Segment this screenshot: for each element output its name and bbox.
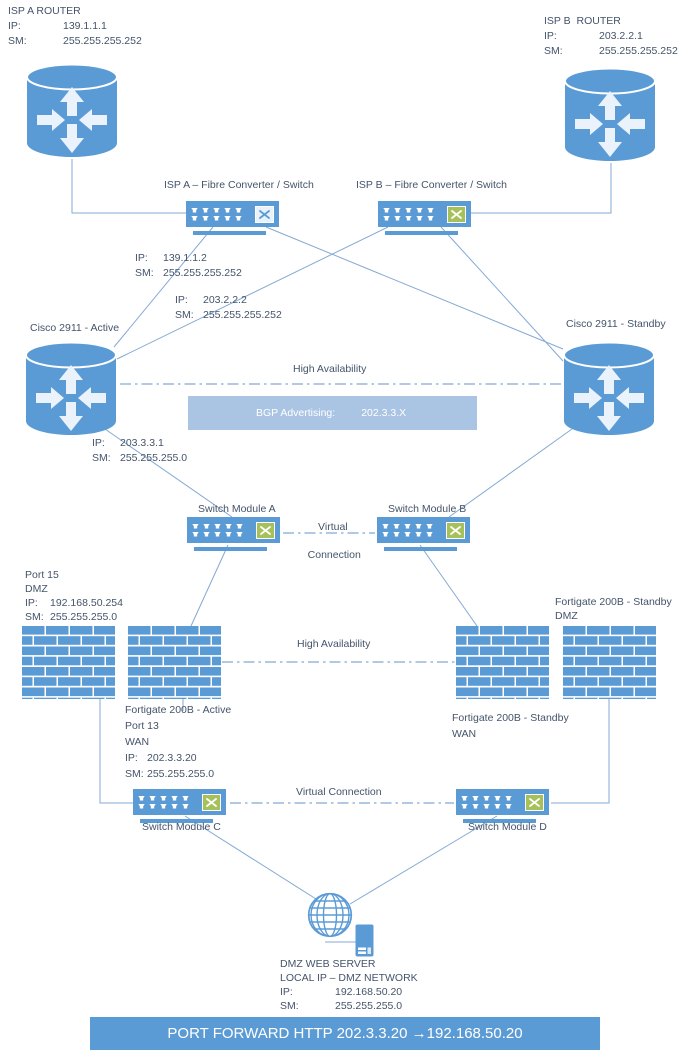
fw-standby-wan-label: Fortigate 200B - Standby WAN (452, 712, 569, 740)
firewall-active-dmz-icon (22, 626, 115, 699)
fw-active-dmz-sm: 255.255.255.0 (50, 611, 118, 623)
switch-module-c-icon (133, 789, 226, 823)
switch-module-b-label: Switch Module B (388, 503, 467, 515)
isp-b-router-label: ISP B ROUTER IP:203.2.2.1 SM:255.255.255… (544, 15, 678, 57)
web-server-title: DMZ WEB SERVER (280, 958, 376, 970)
fw-active-wan-port: Port 13 (125, 720, 159, 732)
crossover-icon (255, 205, 274, 223)
globe-icon (307, 892, 353, 943)
link-b-sm: 255.255.255.252 (203, 309, 282, 321)
web-server-label: DMZ WEB SERVER LOCAL IP – DMZ NETWORK IP… (280, 958, 418, 1012)
server-icon (355, 924, 374, 962)
switch-module-a-label: Switch Module A (198, 503, 276, 515)
fw-active-dmz-label: Port 15 DMZ IP:192.168.50.254 SM:255.255… (25, 569, 123, 623)
link-b-address: IP:203.2.2.2 SM:255.255.255.252 (175, 294, 282, 321)
fibre-switch-b-label: ISP B – Fibre Converter / Switch (356, 179, 507, 191)
fw-active-dmz-ip: 192.168.50.254 (50, 597, 123, 609)
fw-active-wan-zone: WAN (125, 736, 150, 748)
virtual-connection-cd-label: Virtual Connection (296, 786, 382, 798)
web-server-subtitle: LOCAL IP – DMZ NETWORK (280, 972, 418, 984)
cisco-standby-label: Cisco 2911 - Standby (566, 318, 666, 330)
switch-ports (191, 207, 242, 221)
fibre-switch-a-icon (186, 201, 279, 235)
isp-a-router-icon (25, 63, 119, 164)
isp-b-ip: 203.2.2.1 (599, 30, 643, 42)
crossover-icon (202, 793, 221, 811)
crossover-icon (256, 521, 275, 539)
bgp-advertising-banner: BGP Advertising: 202.3.3.X (188, 396, 477, 430)
link-a-sm: 255.255.255.252 (163, 267, 242, 279)
virtual-connection-ab-label: Virtual Connection (307, 521, 361, 561)
crossover-icon (525, 793, 544, 811)
isp-a-router-label: ISP A ROUTER IP:139.1.1.1 SM:255.255.255… (8, 5, 142, 47)
fw-active-dmz-port: Port 15 (25, 569, 59, 581)
isp-b-router-icon (563, 67, 657, 168)
firewall-standby-wan-icon (456, 626, 549, 699)
bgp-network: 202.3.3.X (361, 407, 407, 419)
switch-module-c-label: Switch Module C (142, 821, 221, 833)
port-forward-banner: PORT FORWARD HTTP 202.3.3.20 →192.168.50… (90, 1017, 600, 1050)
link-b-ip: 203.2.2.2 (203, 294, 247, 306)
isp-b-title: ISP B ROUTER (544, 15, 621, 27)
cisco-active-sm: 255.255.255.0 (120, 452, 188, 464)
fw-active-wan-label: Fortigate 200B - Active Port 13 WAN IP:2… (125, 704, 232, 780)
switch-ports (461, 795, 512, 809)
switch-ports (192, 523, 243, 537)
link-a-address: IP:139.1.1.2 SM:255.255.255.252 (135, 252, 242, 279)
bgp-label: BGP Advertising: (256, 407, 336, 419)
isp-b-sm: 255.255.255.252 (599, 45, 678, 57)
cisco-active-router-icon (24, 341, 118, 442)
firewall-standby-dmz-icon (563, 626, 656, 699)
web-server-sm: 255.255.255.0 (335, 1000, 403, 1012)
fibre-switch-b-icon (378, 201, 471, 235)
ha-routers-label: High Availability (293, 363, 367, 375)
port-forward-text: PORT FORWARD HTTP 202.3.3.20 →192.168.50… (167, 1025, 523, 1042)
switch-module-b-icon (377, 517, 470, 551)
switch-module-d-icon (456, 789, 549, 823)
fibre-switch-a-label: ISP A – Fibre Converter / Switch (164, 179, 314, 191)
fw-active-dmz-zone: DMZ (25, 583, 48, 595)
isp-a-title: ISP A ROUTER (8, 5, 81, 17)
switch-ports (138, 795, 189, 809)
switch-module-a-icon (187, 517, 280, 551)
isp-a-ip: 139.1.1.1 (63, 20, 107, 32)
cisco-standby-router-icon (562, 341, 656, 442)
switch-ports (382, 523, 433, 537)
fw-standby-dmz-label: Fortigate 200B - Standby DMZ (555, 596, 672, 622)
switch-ports (383, 207, 434, 221)
switch-module-d-label: Switch Module D (468, 821, 547, 833)
crossover-icon (447, 205, 466, 223)
fw-active-wan-ip: 202.3.3.20 (147, 752, 197, 764)
web-server-ip: 192.168.50.20 (335, 986, 403, 998)
cisco-active-address: IP:203.3.3.1 SM:255.255.255.0 (92, 437, 188, 464)
link-a-ip: 139.1.1.2 (163, 252, 207, 264)
firewall-active-wan-icon (128, 626, 221, 699)
ha-firewalls-label: High Availability (297, 638, 371, 650)
isp-a-sm: 255.255.255.252 (63, 35, 142, 47)
cisco-active-ip: 203.3.3.1 (120, 437, 164, 449)
fw-active-wan-sm: 255.255.255.0 (147, 768, 215, 780)
crossover-icon (446, 521, 465, 539)
cisco-active-label: Cisco 2911 - Active (30, 322, 120, 334)
